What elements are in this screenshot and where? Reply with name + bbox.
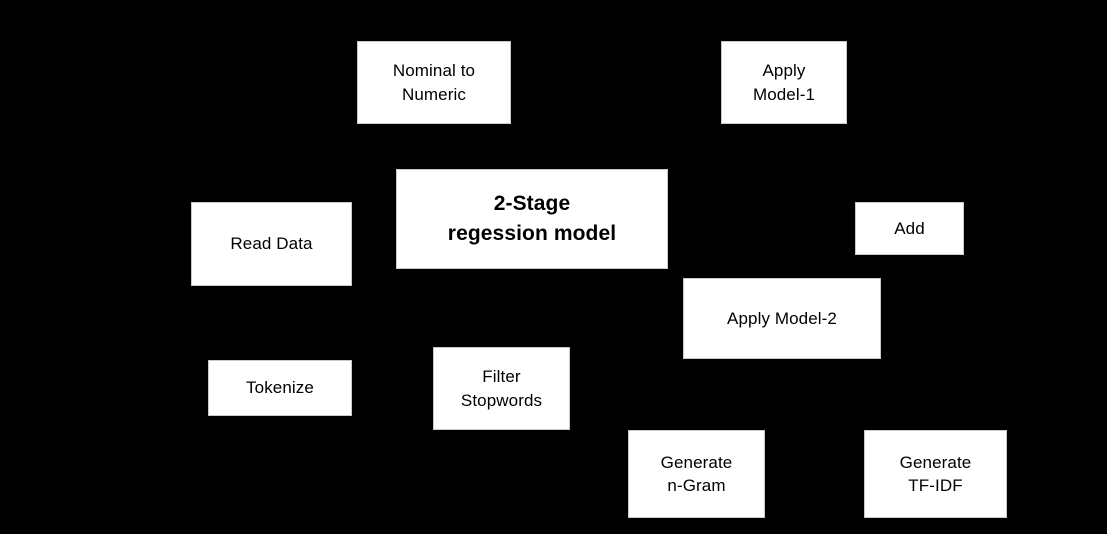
node-add[interactable]: Add — [855, 202, 964, 255]
node-label: Apply Model-1 — [752, 61, 816, 104]
node-label: Read Data — [230, 234, 313, 254]
node-generate-tf-idf[interactable]: Generate TF-IDF — [864, 430, 1007, 518]
node-read-data[interactable]: Read Data — [191, 202, 352, 286]
node-label: Tokenize — [246, 378, 314, 398]
node-nominal-to-numeric[interactable]: Nominal to Numeric — [357, 41, 511, 124]
node-label: 2-Stage regession model — [447, 192, 617, 245]
node-label: Filter Stopwords — [460, 367, 543, 410]
node-two-stage-regession-model[interactable]: 2-Stage regession model — [396, 169, 668, 269]
node-apply-model-2[interactable]: Apply Model-2 — [683, 278, 881, 359]
node-label: Generate n-Gram — [660, 452, 733, 495]
node-filter-stopwords[interactable]: Filter Stopwords — [433, 347, 570, 430]
node-generate-n-gram[interactable]: Generate n-Gram — [628, 430, 765, 518]
node-tokenize[interactable]: Tokenize — [208, 360, 352, 416]
node-apply-model-1[interactable]: Apply Model-1 — [721, 41, 847, 124]
node-label: Add — [894, 218, 925, 238]
node-label: Nominal to Numeric — [392, 61, 476, 104]
node-label: Apply Model-2 — [727, 308, 837, 328]
node-label: Generate TF-IDF — [899, 452, 972, 495]
